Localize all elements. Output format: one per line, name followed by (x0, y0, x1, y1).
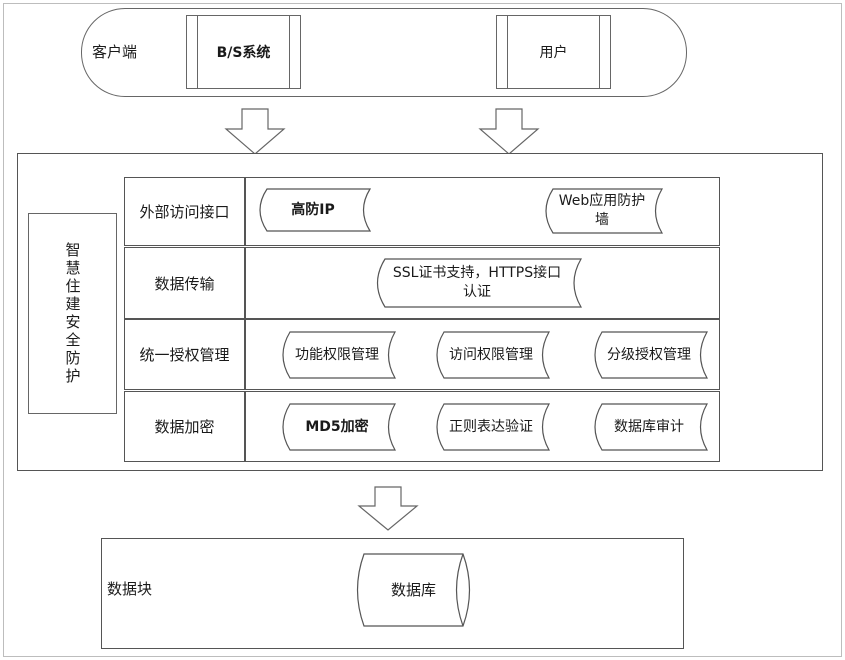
item-ssl-https: SSL证书支持，HTTPS接口认证 (372, 258, 583, 308)
security-side-label-box: 智慧住建安全防护 (28, 213, 117, 414)
bs-system-box: B/S系统 (186, 15, 301, 89)
row-label-data-transfer: 数据传输 (124, 247, 245, 319)
row-label-external-access: 外部访问接口 (124, 177, 245, 246)
item-tiered-authorization: 分级授权管理 (590, 331, 709, 379)
item-regex-validation: 正则表达验证 (432, 403, 551, 451)
item-web-app-firewall: Web应用防护墙 (541, 188, 664, 234)
user-box: 用户 (496, 15, 611, 89)
client-label: 客户端 (92, 43, 138, 61)
arrow-down-icon (357, 486, 419, 531)
database-icon: 数据库 (350, 553, 477, 627)
arrow-down-icon (478, 108, 540, 155)
item-anti-ddos-ip: 高防IP (255, 188, 372, 232)
item-database-audit: 数据库审计 (590, 403, 709, 451)
outer-frame (3, 3, 842, 657)
item-function-permission: 功能权限管理 (278, 331, 397, 379)
data-block-label: 数据块 (107, 580, 153, 598)
arrow-down-icon (224, 108, 286, 155)
item-access-permission: 访问权限管理 (432, 331, 551, 379)
security-side-label: 智慧住建安全防护 (63, 241, 82, 386)
database-label: 数据库 (390, 580, 436, 599)
item-md5-encryption: MD5加密 (278, 403, 397, 451)
row-label-data-encryption: 数据加密 (124, 391, 245, 462)
row-label-unified-authorization: 统一授权管理 (124, 319, 245, 390)
